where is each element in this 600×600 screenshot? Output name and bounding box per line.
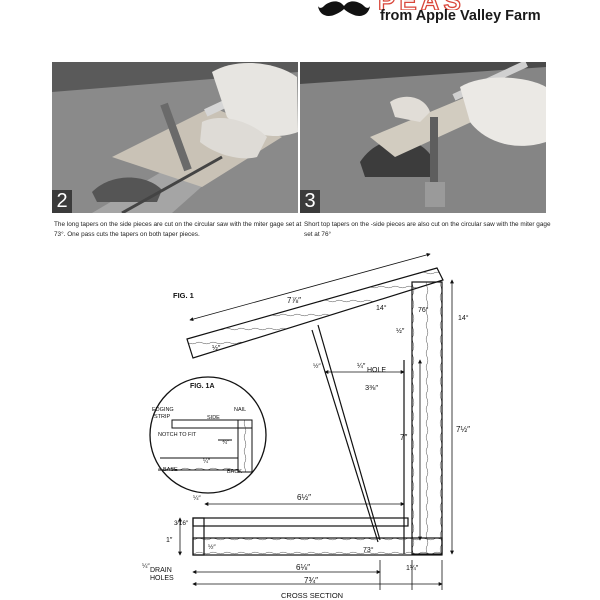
dim-angle-right: 14° [458,314,469,322]
dim-edge-width: ¼″ [193,495,201,502]
fig-1a-title: FIG. 1A [190,383,215,390]
edging-label-2: STRIP [154,414,171,420]
notch-label: NOTCH TO FIT [158,432,197,438]
brand-title-text: PEAS [378,0,598,10]
dim-inner-height: 7″ [400,433,407,442]
step-3-photo: 3 [300,62,546,213]
base-label: BASE [163,467,178,473]
cross-section-diagram: FIG. 1 7⅞″ 14° 76° 14° ½″ ½″ ½″ ¼″ HOLE … [142,252,470,600]
table-saw-photo-2 [52,62,298,213]
brand-title: PEAS [378,0,598,10]
step-2-photo: 2 [52,62,298,213]
dim-roof-length: 7⅞″ [287,296,301,305]
dim-base-gap: ½″ [208,543,216,551]
edging-label-1: EDGING [152,407,174,413]
dim-angle-top: 14° [376,304,387,312]
side-label: SIDE [207,415,220,421]
step-3-caption: Short top tapers on the -side pieces are… [304,221,551,238]
step-3-number: 3 [300,190,320,213]
dim-front-height: ½″ [212,344,221,352]
dim-hole-size: ¼″ [357,363,366,370]
dim-detail-b: ¼″ [203,459,211,465]
brand-subtitle: from Apple Valley Farm [380,8,541,24]
step-2-caption: The long tapers on the side pieces are c… [54,221,302,238]
hole-label: HOLE [367,367,386,374]
fig-1-title: FIG. 1 [173,291,194,300]
dim-gap: ½″ [313,362,321,370]
dim-angle-bottom: 73° [363,546,374,554]
mustache-icon [318,1,370,16]
dim-total-height: 7½″ [456,425,470,434]
drain-label-2: HOLES [150,575,174,582]
dim-back-thickness: 1¼″ [406,565,419,572]
dim-roof-thickness: ½″ [396,327,405,335]
dim-hole-offset: 3⅜″ [365,383,378,392]
back-label: BACK [227,469,242,475]
dim-base-inner: 6⅛″ [296,563,310,572]
dim-drain-size: ¼″ [142,563,150,570]
dim-base-height: 1″ [166,537,173,544]
cross-section-label: CROSS SECTION [281,591,343,600]
dim-inner-width: 6½″ [297,493,311,502]
dim-angle-side: 76° [418,306,429,314]
step-2-number: 2 [52,190,72,213]
nail-label: NAIL [234,407,246,413]
detail-fig-1a [149,376,267,494]
drain-label-1: DRAIN [150,567,172,574]
table-saw-photo-3 [300,62,546,213]
dim-detail-a: ¾″ [222,440,230,446]
dim-strip-height: 3⁄16″ [174,520,189,527]
dim-base-total: 7¾″ [304,576,318,585]
